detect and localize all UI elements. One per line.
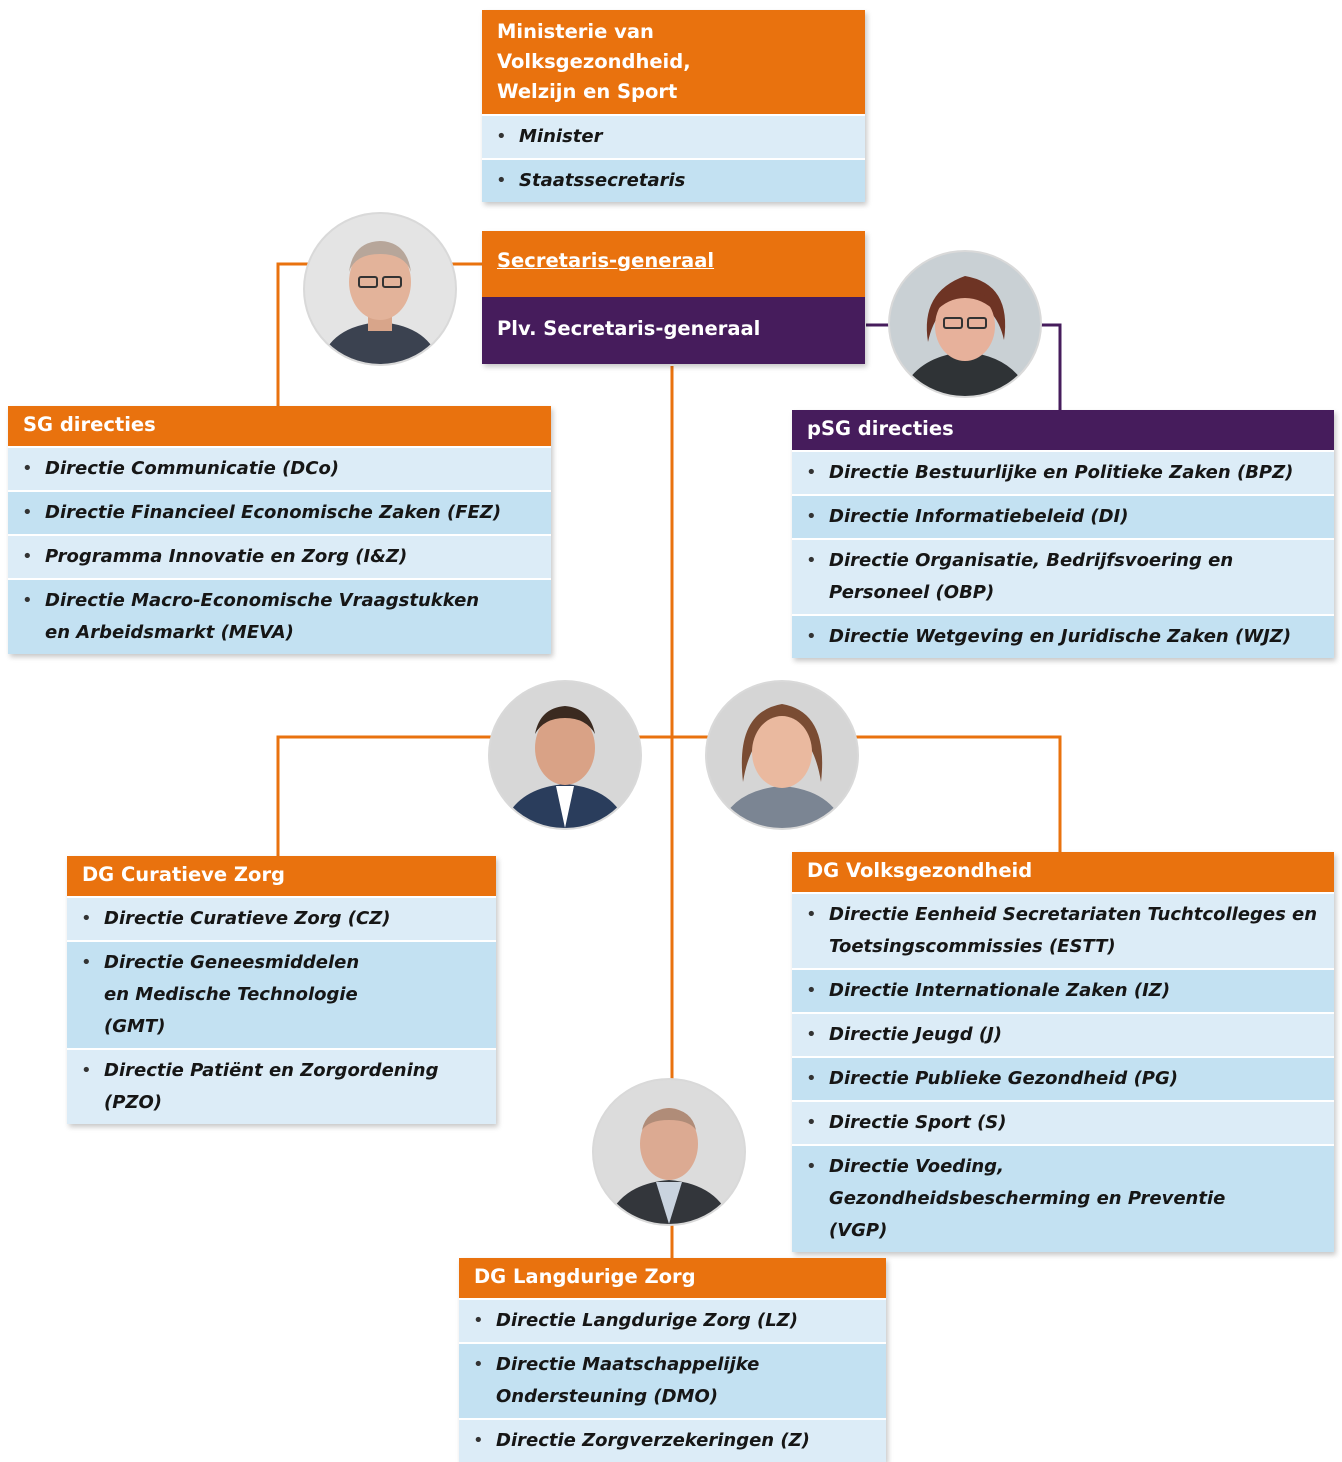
list-item: Directie Maatschappelijke Ondersteuning …	[459, 1342, 886, 1418]
dg-curatieve-zorg-box: DG Curatieve Zorg Directie Curatieve Zor…	[67, 856, 496, 1124]
sg-directies-list: Directie Communicatie (DCo) Directie Fin…	[8, 446, 551, 654]
person-photo-icon	[707, 682, 857, 828]
sg-directies-box: SG directies Directie Communicatie (DCo)…	[8, 406, 551, 654]
list-item: Directie Curatieve Zorg (CZ)	[67, 896, 496, 940]
sg-directies-title: SG directies	[8, 406, 551, 446]
list-item: Directie Macro-Economische Vraagstukken …	[8, 578, 551, 654]
dg-volksgezondheid-photo	[705, 680, 859, 830]
dg-curatieve-zorg-list: Directie Curatieve Zorg (CZ) Directie Ge…	[67, 896, 496, 1124]
list-item: Directie Patiënt en Zorgordening (PZO)	[67, 1048, 496, 1124]
person-photo-icon	[490, 682, 640, 828]
ministry-list: Minister Staatssecretaris	[482, 114, 865, 202]
list-item: Directie Informatiebeleid (DI)	[792, 494, 1334, 538]
sg-header[interactable]: Secretaris-generaal	[482, 231, 865, 297]
list-item: Directie Financieel Economische Zaken (F…	[8, 490, 551, 534]
dg-curatieve-zorg-photo	[488, 680, 642, 830]
dg-langdurige-zorg-box: DG Langdurige Zorg Directie Langdurige Z…	[459, 1258, 886, 1462]
person-photo-icon	[305, 214, 455, 364]
psg-header: Plv. Secretaris-generaal	[482, 297, 865, 364]
list-item: Directie Organisatie, Bedrijfsvoering en…	[792, 538, 1334, 614]
list-item: Directie Communicatie (DCo)	[8, 446, 551, 490]
sg-photo	[303, 212, 457, 366]
list-item: Staatssecretaris	[482, 158, 865, 202]
list-item: Directie Zorgverzekeringen (Z)	[459, 1418, 886, 1462]
ministry-title-line2: Welzijn en Sport	[497, 80, 678, 103]
list-item: Directie Voeding, Gezondheidsbescherming…	[792, 1144, 1334, 1252]
sg-title-link[interactable]: Secretaris-generaal	[497, 249, 715, 272]
secretaris-generaal-box: Secretaris-generaal Plv. Secretaris-gene…	[482, 231, 865, 364]
list-item: Programma Innovatie en Zorg (I&Z)	[8, 534, 551, 578]
list-item: Minister	[482, 114, 865, 158]
dg-volksgezondheid-list: Directie Eenheid Secretariaten Tuchtcoll…	[792, 892, 1334, 1252]
list-item: Directie Publieke Gezondheid (PG)	[792, 1056, 1334, 1100]
ministry-title-line1: Ministerie van Volksgezondheid,	[497, 20, 691, 73]
list-item: Directie Langdurige Zorg (LZ)	[459, 1298, 886, 1342]
dg-volksgezondheid-title: DG Volksgezondheid	[792, 852, 1334, 892]
dg-langdurige-zorg-title: DG Langdurige Zorg	[459, 1258, 886, 1298]
list-item: Directie Internationale Zaken (IZ)	[792, 968, 1334, 1012]
ministry-title: Ministerie van Volksgezondheid, Welzijn …	[482, 10, 865, 114]
list-item: Directie Geneesmiddelen en Medische Tech…	[67, 940, 496, 1048]
ministry-box: Ministerie van Volksgezondheid, Welzijn …	[482, 10, 865, 202]
dg-volksgezondheid-box: DG Volksgezondheid Directie Eenheid Secr…	[792, 852, 1334, 1252]
list-item: Directie Eenheid Secretariaten Tuchtcoll…	[792, 892, 1334, 968]
list-item: Directie Wetgeving en Juridische Zaken (…	[792, 614, 1334, 658]
psg-directies-title: pSG directies	[792, 410, 1334, 450]
person-photo-icon	[594, 1080, 744, 1224]
person-photo-icon	[890, 252, 1040, 396]
dg-curatieve-zorg-title: DG Curatieve Zorg	[67, 856, 496, 896]
list-item: Directie Bestuurlijke en Politieke Zaken…	[792, 450, 1334, 494]
list-item: Directie Jeugd (J)	[792, 1012, 1334, 1056]
dg-langdurige-zorg-list: Directie Langdurige Zorg (LZ) Directie M…	[459, 1298, 886, 1462]
psg-directies-box: pSG directies Directie Bestuurlijke en P…	[792, 410, 1334, 658]
dg-langdurige-zorg-photo	[592, 1078, 746, 1226]
list-item: Directie Sport (S)	[792, 1100, 1334, 1144]
psg-photo	[888, 250, 1042, 398]
psg-directies-list: Directie Bestuurlijke en Politieke Zaken…	[792, 450, 1334, 658]
